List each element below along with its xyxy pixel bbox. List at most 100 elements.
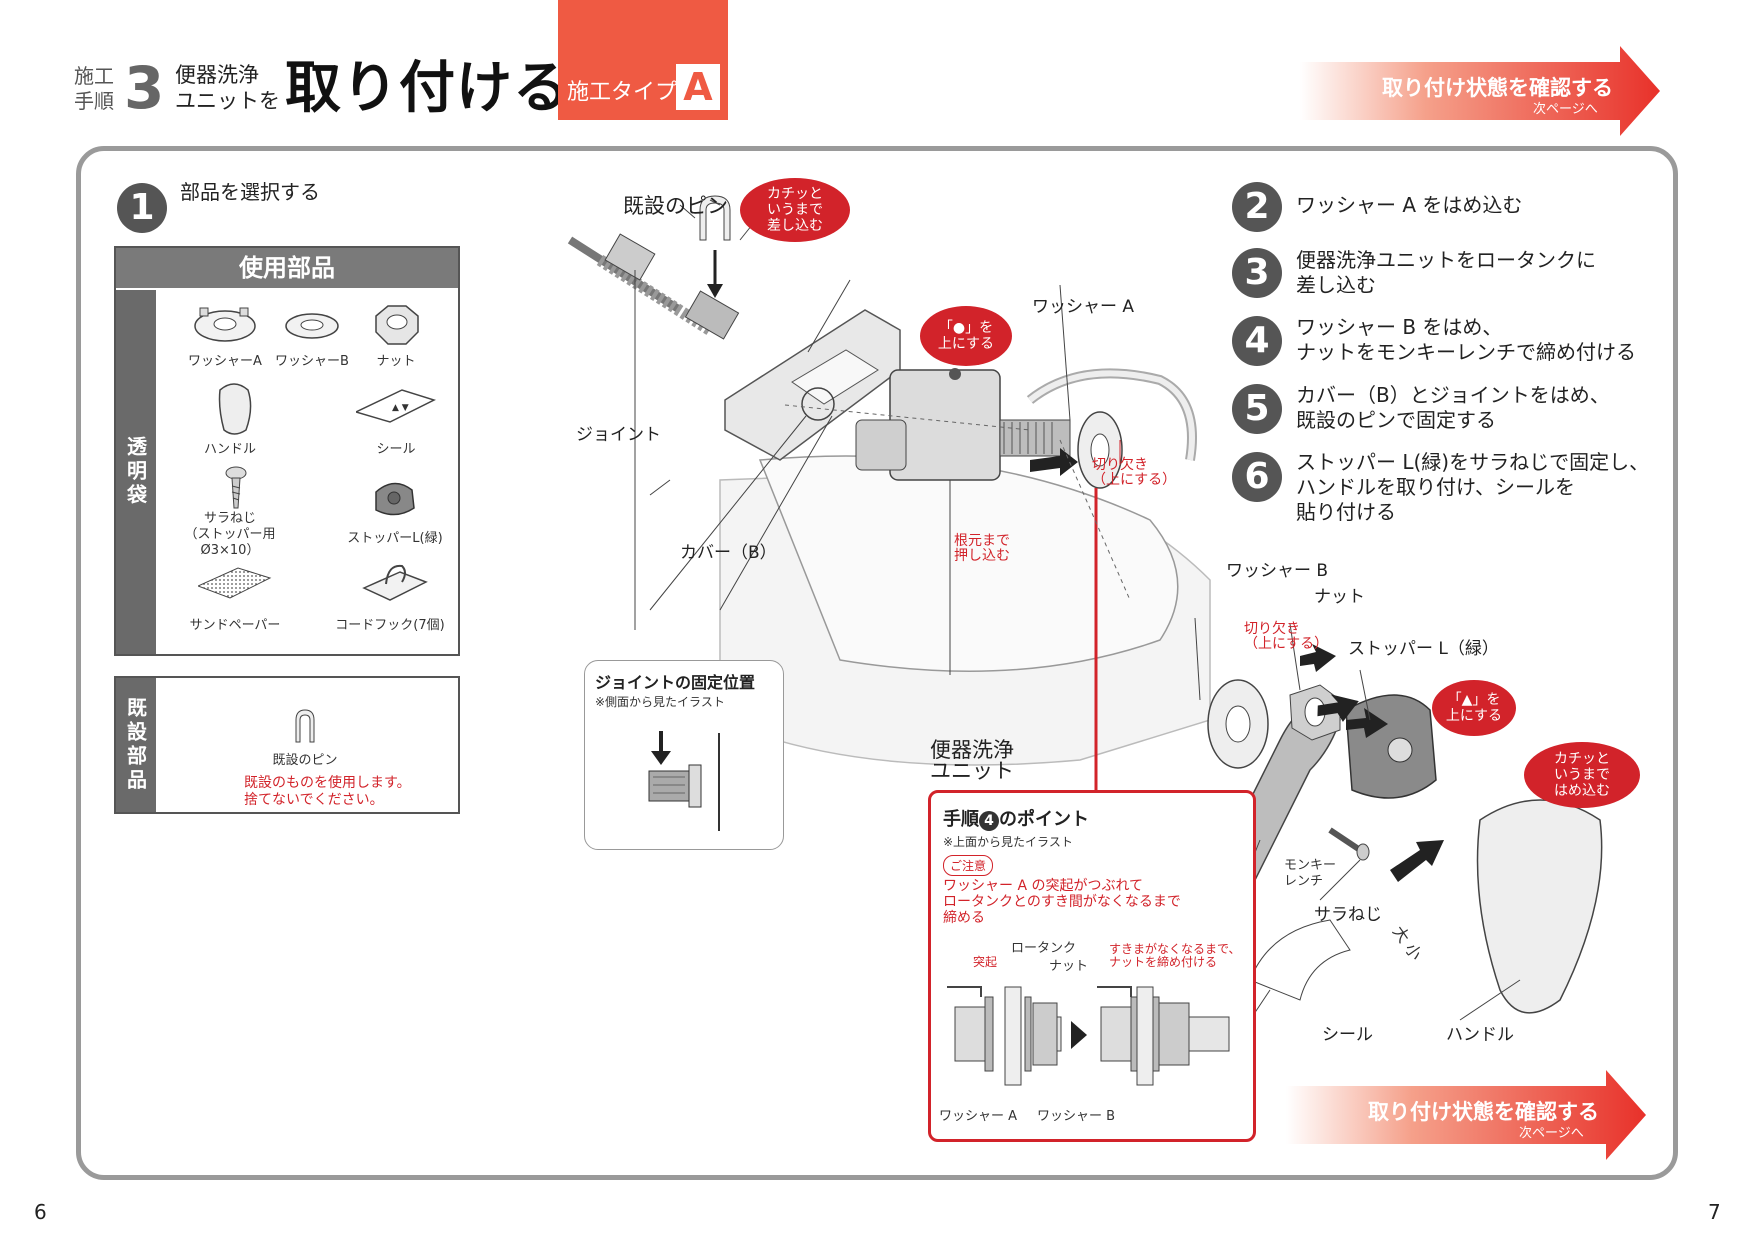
point-label-bump: 突起 — [973, 955, 998, 969]
assembly-diagram — [567, 189, 1211, 790]
label-screw: サラねじ — [1314, 905, 1382, 925]
next-page-sub: 次ページへ — [1519, 1126, 1584, 1141]
joint-connector — [604, 233, 656, 281]
point-label-nut: ナット — [1049, 959, 1089, 974]
point-label-tighten: すきまがなくなるまで、ナットを締め付ける — [1109, 943, 1241, 969]
point-title-post: のポイント — [999, 809, 1089, 830]
step-3-text-2: 差し込む — [1296, 273, 1376, 297]
arrow-shape — [1300, 46, 1660, 136]
svg-text:▲ ▼: ▲ ▼ — [392, 403, 409, 413]
notch-line: （上にする） — [1092, 472, 1177, 488]
construction-type-box: 施工タイプ A — [558, 0, 728, 120]
part-label: サンドペーパー — [189, 618, 281, 633]
part-label: ワッシャーA — [188, 354, 262, 369]
existing-note-2: 捨てないでください。 — [244, 792, 384, 808]
label-cover-b: カバー（B） — [680, 543, 777, 563]
screw-icon — [225, 466, 247, 509]
bubble-line: カチッと — [767, 186, 823, 202]
arrow-shape — [1286, 1070, 1646, 1160]
tighten-line: すきまがなくなるまで、 — [1109, 942, 1241, 956]
joint-position-inset: ジョイントの固定位置 ※側面から見たイラスト — [584, 660, 784, 850]
label-washer-a: ワッシャー A — [1032, 297, 1135, 317]
part-label: シール — [376, 442, 416, 457]
label-notch-2: 切り欠き（上にする） — [1244, 622, 1328, 652]
bubble-triangle-up: 「▲」を上にする — [1432, 680, 1516, 736]
type-letter: A — [676, 64, 720, 110]
step-sub-2: ユニットを — [175, 89, 280, 113]
step-6-text-2: ハンドルを取り付け、シールを — [1296, 475, 1575, 499]
stopper-icon — [375, 482, 415, 516]
step-2-text: ワッシャー A をはめ込む — [1296, 193, 1523, 217]
caution-badge: ご注意 — [943, 855, 994, 876]
next-page-label: 取り付け状態を確認する — [1382, 76, 1613, 100]
next-page-button-bottom[interactable]: 取り付け状態を確認する 次ページへ — [1286, 1070, 1646, 1160]
bubble-line: はめ込む — [1554, 783, 1610, 799]
label-monkey-wrench: モンキーレンチ — [1284, 858, 1336, 890]
type-label: 施工タイプ — [567, 80, 678, 105]
step-6-text-3: 貼り付ける — [1296, 500, 1396, 524]
part-label: サラねじ （ストッパー用Ø3×10） — [160, 511, 300, 559]
handle-shape — [1476, 799, 1603, 1014]
joint-inset-title: ジョイントの固定位置 — [595, 673, 756, 692]
part-label-screw: サラねじ — [203, 511, 256, 526]
wrench-line: レンチ — [1284, 874, 1324, 889]
point-cross-section — [947, 986, 1230, 1086]
push-line: 根元まで — [954, 533, 1010, 549]
step-3-number: 3 — [1232, 248, 1282, 298]
label-stopper: ストッパー L（緑） — [1348, 639, 1499, 659]
part-label: ナット — [376, 354, 416, 369]
label-notch-1: 切り欠き（上にする） — [1092, 458, 1176, 488]
handle-assembly-diagram — [1194, 617, 1603, 1021]
existing-pin-shape — [699, 195, 731, 241]
parts-side-label: 透明袋 — [116, 290, 156, 654]
bubble-handle-insert: カチッというまではめ込む — [1524, 742, 1640, 808]
bubble-line: いうまで — [767, 202, 823, 218]
part-label: ハンドル — [203, 442, 256, 457]
notch-line: 切り欠き — [1244, 621, 1300, 637]
step-label-2: 手順 — [74, 89, 114, 113]
washer-a-icon — [194, 307, 256, 342]
existing-item-label: 既設のピン — [272, 753, 338, 768]
label-push-root: 根元まで押し込む — [954, 534, 1010, 564]
point-title-pre: 手順 — [943, 809, 979, 830]
label-existing-pin: 既設のピン — [623, 194, 728, 218]
bubble-dot-up: 「●」を上にする — [920, 306, 1012, 366]
step-6-text-1: ストッパー L(緑)をサラねじで固定し、 — [1296, 450, 1650, 474]
part-label: ワッシャーB — [275, 354, 349, 369]
cord-hook-icon — [362, 564, 428, 601]
bubble-line: 上にする — [1445, 708, 1503, 724]
page-title: 取り付ける — [285, 56, 570, 121]
step-4-number: 4 — [1232, 316, 1282, 366]
bubble-line: カチッと — [1554, 751, 1610, 767]
washer-b-icon — [285, 313, 339, 339]
existing-side-label: 既設部品 — [116, 678, 156, 812]
pin-icon — [295, 709, 315, 743]
label-handle: ハンドル — [1446, 1025, 1514, 1045]
next-page-label: 取り付け状態を確認する — [1368, 1100, 1599, 1124]
tighten-line: ナットを締め付ける — [1109, 955, 1218, 969]
label-washer-b: ワッシャー B — [1226, 561, 1329, 581]
notch-line: 切り欠き — [1092, 457, 1148, 473]
cover-b-window — [791, 349, 879, 405]
seal-icon: ▲ ▼ — [356, 389, 436, 423]
next-page-button-top[interactable]: 取り付け状態を確認する 次ページへ — [1300, 46, 1660, 136]
step-1-number: 1 — [117, 183, 167, 233]
point-warn-3: 締める — [943, 910, 985, 926]
unit-line: ユニット — [930, 759, 1014, 783]
joint-inset-note: ※側面から見たイラスト — [595, 695, 725, 709]
bubble-line: 上にする — [937, 336, 995, 352]
step-number: 3 — [124, 54, 165, 122]
bubble-line: いうまで — [1554, 767, 1610, 783]
step-6-number: 6 — [1232, 452, 1282, 502]
label-seal: シール — [1322, 1025, 1373, 1045]
part-label: コードフック(7個) — [335, 618, 445, 633]
step-1-text: 部品を選択する — [180, 180, 320, 204]
point-warn-2: ロータンクとのすき間がなくなるまで — [943, 894, 1181, 910]
step-5-text-2: 既設のピンで固定する — [1296, 408, 1496, 432]
existing-note-1: 既設のものを使用します。 — [244, 775, 411, 791]
bubble-pin-insert: カチッというまで差し込む — [740, 178, 850, 242]
step-3-text-1: 便器洗浄ユニットをロータンクに — [1296, 248, 1596, 272]
point-label-washer-a: ワッシャー A — [939, 1109, 1018, 1124]
